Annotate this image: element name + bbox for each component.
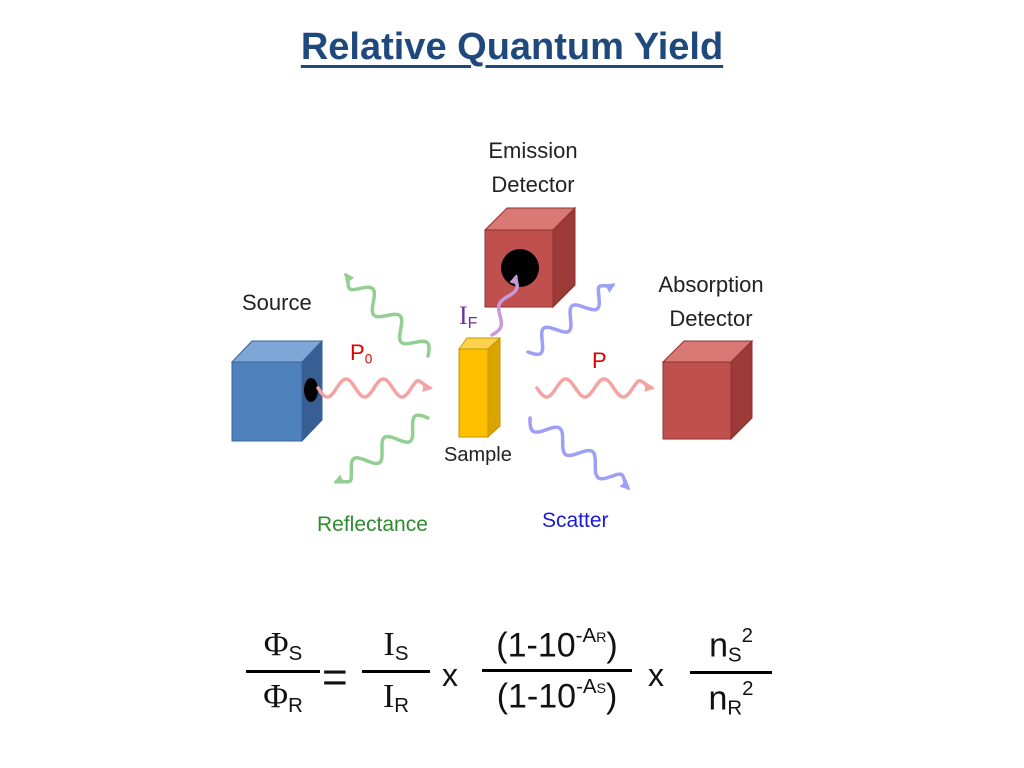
fraction-bar-4 bbox=[690, 671, 772, 675]
quantum-yield-equation: ΦS ΦR = IS IR x (1-10-AR) (1-10-AS) x nS… bbox=[0, 615, 1024, 735]
p0-label: P0 bbox=[350, 340, 372, 366]
n-symbol-denominator: n bbox=[708, 679, 728, 718]
absorbance-ratio-fraction: (1-10-AR) (1-10-AS) bbox=[482, 625, 632, 717]
p0-label-main: P bbox=[350, 340, 365, 365]
intensity-symbol-denominator: I bbox=[382, 678, 395, 716]
absorbance-r-exponent-prefix: -A bbox=[575, 625, 597, 647]
p-label: P bbox=[592, 348, 607, 373]
if-label-sub: F bbox=[467, 314, 478, 333]
refractive-index-s-numerator: nS2 bbox=[690, 625, 772, 667]
intensity-r-denominator: IR bbox=[362, 677, 430, 718]
source-aperture bbox=[304, 378, 318, 402]
phi-r-subscript: R bbox=[288, 695, 303, 718]
n-r-subscript: R bbox=[727, 697, 743, 720]
reflectance-wave-upper bbox=[344, 272, 431, 358]
absorption-detector-cube bbox=[661, 339, 754, 441]
sample-cuvette bbox=[458, 336, 501, 439]
emission-wave bbox=[490, 274, 520, 337]
phi-r-denominator: ΦR bbox=[246, 677, 320, 718]
emission-detector-label: Emission Detector bbox=[463, 134, 603, 202]
intensity-s-subscript: S bbox=[394, 643, 409, 666]
absorbance-s-exponent-prefix: -A bbox=[576, 676, 597, 699]
refractive-index-ratio-fraction: nS2 nR2 bbox=[690, 625, 772, 721]
source-cube bbox=[230, 339, 324, 443]
intensity-ratio-fraction: IS IR bbox=[362, 625, 430, 718]
fraction-bar-3 bbox=[482, 669, 632, 673]
intensity-symbol-numerator: I bbox=[383, 626, 395, 663]
refractive-index-r-denominator: nR2 bbox=[690, 678, 772, 720]
fraction-bar-2 bbox=[362, 670, 430, 674]
scatter-label: Scatter bbox=[542, 509, 609, 532]
absorption-detector-label-line1: Absorption bbox=[658, 272, 764, 297]
times-sign-2: x bbox=[648, 657, 664, 693]
phi-s-numerator: ΦS bbox=[246, 625, 320, 666]
absorbance-s-close: ) bbox=[605, 677, 618, 716]
absorbance-r-exponent: -AR bbox=[576, 625, 607, 647]
page-title: Relative Quantum Yield bbox=[300, 26, 724, 68]
reflectance-label: Reflectance bbox=[317, 513, 428, 536]
emission-detector-cube bbox=[483, 206, 577, 309]
n-s-square: 2 bbox=[741, 625, 753, 647]
excitation-wave bbox=[316, 377, 433, 399]
scatter-wave-lower bbox=[528, 416, 631, 491]
diagram-canvas bbox=[230, 206, 754, 491]
intensity-r-subscript: R bbox=[394, 695, 410, 718]
absorbance-s-denominator: (1-10-AS) bbox=[482, 676, 632, 716]
absorption-detector-label: Absorption Detector bbox=[636, 268, 786, 336]
if-label: IF bbox=[459, 301, 478, 333]
absorbance-r-base: (1-10 bbox=[496, 626, 576, 665]
absorbance-s-exponent: -AS bbox=[576, 676, 606, 698]
absorbance-s-exponent-subscript: S bbox=[596, 681, 606, 698]
phi-ratio-fraction: ΦS ΦR bbox=[246, 625, 320, 718]
phi-s-subscript: S bbox=[288, 643, 303, 666]
times-sign-1: x bbox=[442, 657, 458, 693]
p0-label-sub: 0 bbox=[364, 351, 373, 367]
emission-detector-label-line1: Emission bbox=[488, 138, 578, 163]
sample-label: Sample bbox=[444, 444, 512, 466]
equals-sign: = bbox=[322, 653, 348, 702]
emission-detector-aperture bbox=[501, 249, 539, 287]
absorbance-r-numerator: (1-10-AR) bbox=[482, 625, 632, 665]
transmitted-wave bbox=[535, 377, 655, 399]
n-symbol-numerator: n bbox=[709, 626, 728, 665]
n-r-square: 2 bbox=[742, 678, 754, 701]
phi-symbol-denominator: Φ bbox=[263, 678, 289, 716]
n-s-subscript: S bbox=[727, 644, 742, 667]
reflectance-wave-lower bbox=[333, 413, 430, 484]
absorbance-r-close: ) bbox=[606, 626, 618, 665]
absorption-detector-label-line2: Detector bbox=[669, 306, 753, 331]
source-label: Source bbox=[242, 290, 312, 315]
phi-symbol-numerator: Φ bbox=[263, 626, 289, 663]
if-label-main: I bbox=[459, 301, 468, 330]
absorbance-s-base: (1-10 bbox=[496, 677, 577, 716]
emission-detector-label-line2: Detector bbox=[491, 172, 575, 197]
fraction-bar-1 bbox=[246, 670, 320, 674]
absorbance-r-exponent-subscript: R bbox=[596, 630, 607, 646]
scatter-wave-upper bbox=[526, 283, 616, 357]
intensity-s-numerator: IS bbox=[362, 625, 430, 666]
